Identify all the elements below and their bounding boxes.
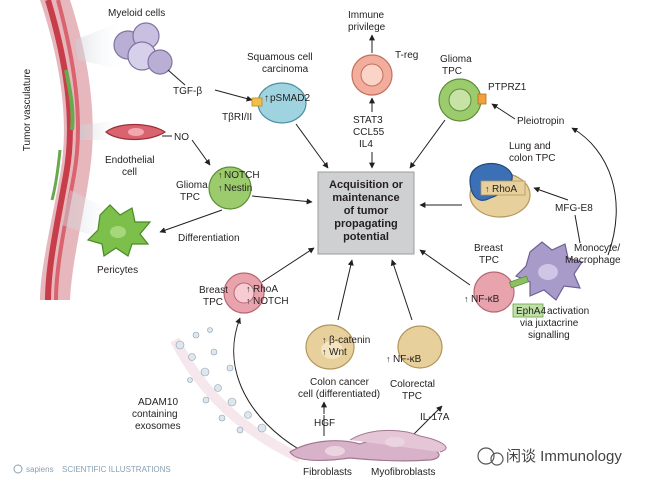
immune-label-2: privilege: [348, 22, 386, 33]
glioma-left-label-2: TPC: [180, 192, 200, 203]
up-arrow-icon: ↑: [218, 170, 223, 180]
tbri-label: TβRI/II: [222, 112, 252, 123]
glioma-tpc-left: Glioma TPC ↑ NOTCH ↑ Nestin: [176, 166, 260, 210]
exosome-stream: ADAM10 containing exosomes: [132, 327, 303, 463]
mfg-label: MFG-E8: [555, 203, 593, 214]
breast-left-label-2: TPC: [203, 297, 223, 308]
monocyte-label-1: Monocyte/: [574, 243, 620, 254]
up-arrow-icon: ↑: [246, 296, 251, 306]
pericytes-label: Pericytes: [97, 265, 138, 276]
pleiotropin-label: Pleiotropin: [517, 116, 564, 127]
up-arrow-icon: ↑: [246, 284, 251, 294]
center-line-2: maintenance: [332, 192, 399, 204]
credit-rest: SCIENTIFIC ILLUSTRATIONS: [62, 465, 171, 474]
psmad2-label: pSMAD2: [270, 93, 310, 104]
nestin-label: Nestin: [224, 183, 252, 194]
myeloid-label: Myeloid cells: [108, 8, 165, 19]
tumor-vasculature-label: Tumor vasculature: [22, 68, 33, 151]
nfkb-colorectal-label: NF-κB: [393, 354, 422, 365]
differentiation-label: Differentiation: [178, 233, 240, 244]
up-arrow-icon: ↑: [322, 335, 327, 345]
treg-cell: Immune privilege T-reg STAT3 CCL55 IL4: [348, 10, 418, 150]
pericytes: Pericytes: [86, 204, 152, 276]
watermark-text: 闲谈 Immunology: [506, 448, 622, 465]
breast-right-label-2: TPC: [479, 255, 499, 266]
credit-brand: sapiens: [26, 465, 54, 474]
catenin-label: β-catenin: [329, 335, 370, 346]
up-arrow-icon: ↑: [264, 93, 269, 104]
adam10-label-1: ADAM10: [138, 397, 178, 408]
stat3-label: STAT3: [353, 115, 383, 126]
epha4-label: EphA4: [516, 306, 546, 317]
wnt-label: Wnt: [329, 347, 347, 358]
lung-label-2: colon TPC: [509, 153, 556, 164]
scc-label-1: Squamous cell: [247, 52, 313, 63]
endothelial-label-1: Endothelial: [105, 155, 154, 166]
up-arrow-icon: ↑: [386, 354, 391, 364]
lung-label-1: Lung and: [509, 141, 551, 152]
center-line-4: propagating: [334, 218, 398, 230]
nfkb-breast-label: NF-κB: [471, 294, 500, 305]
glioma-tpc-top: Glioma TPC PTPRZ1 Pleiotropin: [438, 54, 564, 127]
colon-cancer-label-2: cell (differentiated): [298, 389, 380, 400]
lung-colon-tpc: ↑ RhoA Lung and colon TPC: [469, 141, 556, 218]
breast-left-label-1: Breast: [199, 285, 228, 296]
treg-label: T-reg: [395, 50, 418, 61]
epha4-rest-2: via juxtacrine: [520, 318, 579, 329]
up-arrow-icon: ↑: [322, 347, 327, 357]
il4-label: IL4: [359, 139, 373, 150]
ptprz1-label: PTPRZ1: [488, 82, 527, 93]
colorectal-label-2: TPC: [402, 391, 422, 402]
center-box: Acquisition or maintenance of tumor prop…: [317, 171, 415, 255]
colon-cancer-label-1: Colon cancer: [310, 377, 370, 388]
scc-label-2: carcinoma: [262, 64, 309, 75]
epha4-rest-3: signalling: [528, 330, 570, 341]
center-line-1: Acquisition or: [329, 179, 404, 191]
credit: sapiens SCIENTIFIC ILLUSTRATIONS: [13, 464, 171, 474]
up-arrow-icon: ↑: [218, 183, 223, 193]
breast-tpc-left: Breast TPC ↑ RhoA ↑ NOTCH: [199, 272, 289, 314]
watermark: 闲谈 Immunology: [477, 447, 622, 466]
notch-left-label: NOTCH: [253, 296, 289, 307]
colorectal-tpc: ↑ NF-κB Colorectal TPC: [386, 325, 443, 402]
macrophage: Monocyte/ Macrophage: [514, 241, 621, 301]
myeloid-cells: Myeloid cells: [108, 8, 173, 75]
scc-cell: Squamous cell carcinoma pSMAD2 ↑ TβRI/II: [222, 52, 313, 124]
immune-label-1: Immune: [348, 10, 385, 21]
center-line-5: potential: [343, 231, 389, 243]
tgfb-label: TGF-β: [173, 86, 202, 97]
colorectal-label-1: Colorectal: [390, 379, 435, 390]
breast-tpc-right: Breast TPC ↑ NF-κB EphA4 activation via …: [464, 243, 589, 341]
glioma-left-label-1: Glioma: [176, 180, 208, 191]
monocyte-label-2: Macrophage: [565, 255, 621, 266]
rhoa-lung-label: RhoA: [492, 184, 517, 195]
il17a-label: IL-17A: [420, 412, 450, 423]
epha4-rest-1: activation: [547, 306, 589, 317]
fibroblasts: Fibroblasts Myofibroblasts: [289, 429, 447, 478]
breast-right-label-1: Breast: [474, 243, 503, 254]
glioma-top-label-1: Glioma: [440, 54, 472, 65]
rhoa-left-label: RhoA: [253, 284, 278, 295]
notch-label: NOTCH: [224, 170, 260, 181]
ccl55-label: CCL55: [353, 127, 385, 138]
center-line-3: of tumor: [344, 205, 389, 217]
adam10-label-3: exosomes: [135, 421, 181, 432]
glioma-top-label-2: TPC: [442, 66, 462, 77]
up-arrow-icon: ↑: [464, 294, 469, 304]
adam10-label-2: containing: [132, 409, 178, 420]
fibroblasts-label: Fibroblasts: [303, 467, 352, 478]
myofibroblasts-label: Myofibroblasts: [371, 467, 435, 478]
endothelial-cell: Endothelial cell: [105, 123, 167, 178]
no-label: NO: [174, 132, 189, 143]
hgf-label: HGF: [314, 418, 335, 429]
endothelial-label-2: cell: [122, 167, 137, 178]
up-arrow-icon: ↑: [485, 184, 490, 194]
colon-cancer-cell: ↑ β-catenin ↑ Wnt Colon cancer cell (dif…: [298, 324, 380, 400]
